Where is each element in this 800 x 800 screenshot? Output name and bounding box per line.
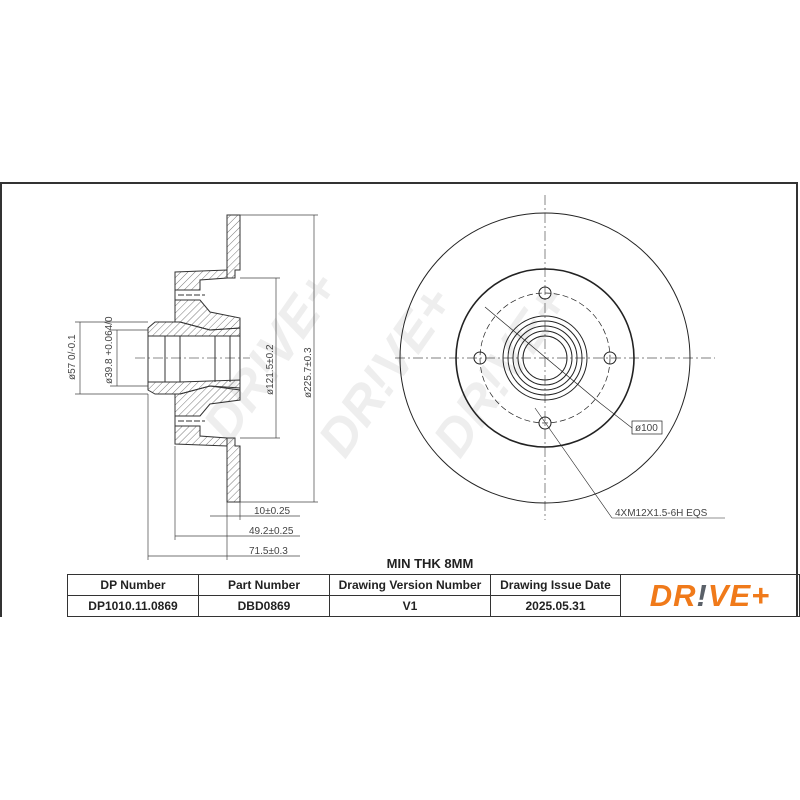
logo-cell: DR!VE+ — [620, 574, 800, 617]
bolt-hole — [603, 351, 617, 365]
dim-pcd: ø100 — [635, 423, 658, 434]
dim-overall-height: 71.5±0.3 — [249, 546, 288, 557]
front-dimension-labels: ø100 4XM12X1.5-6H EQS — [615, 423, 708, 519]
watermark: DR!VE+ DR!VE+ DR!VE+ — [192, 261, 580, 467]
value-dp-number: DP1010.11.0869 — [67, 595, 199, 617]
dim-hat-height: 49.2±0.25 — [249, 526, 294, 537]
drive-logo: DR!VE+ — [649, 577, 771, 613]
side-dimensions — [75, 214, 318, 560]
header-part-number: Part Number — [198, 574, 330, 596]
title-block-value-row: DP1010.11.0869 DBD0869 V1 2025.05.31 — [67, 595, 800, 617]
side-dimension-labels: ø57 0/-0.1 ø39.8 +0.064/0 ø121.5±0.2 ø22… — [67, 316, 314, 557]
dim-disc-diameter: ø225.7±0.3 — [303, 347, 314, 398]
title-block-header-row: DP Number Part Number Drawing Version Nu… — [67, 574, 800, 617]
bolt-hole — [538, 286, 552, 300]
title-block: DP Number Part Number Drawing Version Nu… — [67, 574, 800, 617]
bolt-hole — [538, 416, 552, 430]
dim-disc-thickness: 10±0.25 — [254, 506, 291, 517]
value-drawing-version: V1 — [329, 595, 491, 617]
value-issue-date: 2025.05.31 — [490, 595, 621, 617]
bolt-hole — [473, 351, 487, 365]
drawing-frame — [0, 182, 798, 617]
header-drawing-version: Drawing Version Number — [329, 574, 491, 596]
dim-hat-diameter: ø121.5±0.2 — [265, 344, 276, 395]
side-view — [135, 214, 250, 503]
value-part-number: DBD0869 — [198, 595, 330, 617]
dim-outer-hub-diameter: ø57 0/-0.1 — [67, 334, 78, 380]
header-dp-number: DP Number — [67, 574, 199, 596]
header-issue-date: Drawing Issue Date — [490, 574, 621, 596]
min-thickness-note: MIN THK 8MM — [386, 556, 474, 571]
dim-bore-diameter: ø39.8 +0.064/0 — [104, 316, 115, 384]
front-view — [395, 195, 725, 520]
dim-thread: 4XM12X1.5-6H EQS — [615, 508, 708, 519]
